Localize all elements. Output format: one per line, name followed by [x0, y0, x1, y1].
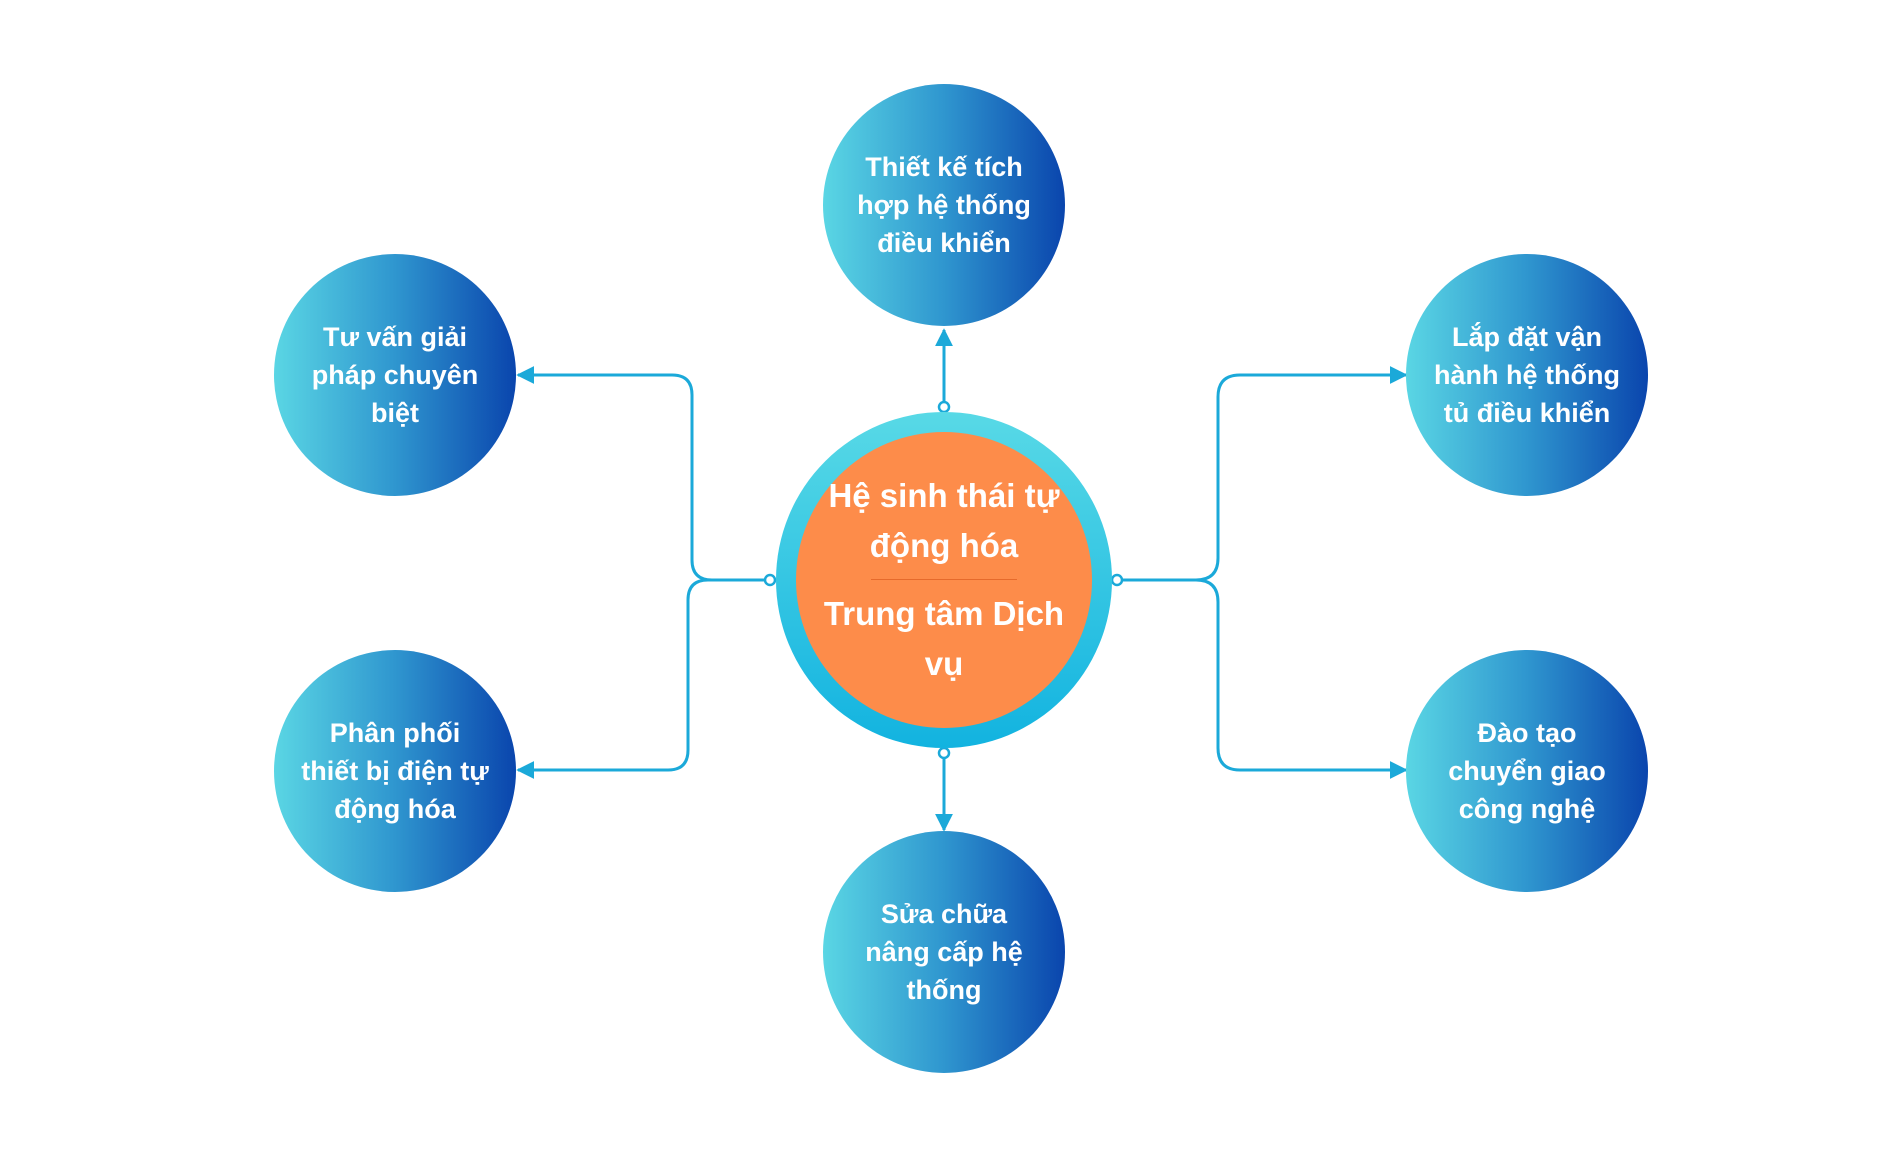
connector-bottom-left — [516, 578, 768, 779]
node-bottom-left: Phân phối thiết bị điện tự động hóa — [274, 650, 516, 892]
center-hub: Hệ sinh thái tự động hóa Trung tâm Dịch … — [776, 412, 1112, 748]
node-top-left: Tư vấn giải pháp chuyên biệt — [274, 254, 516, 496]
node-bottom-label: Sửa chữa nâng cấp hệ thống — [865, 899, 1023, 1005]
node-top-right: Lắp đặt vận hành hệ thống tủ điều khiển — [1406, 254, 1648, 496]
node-bottom-right: Đào tạo chuyển giao công nghệ — [1406, 650, 1648, 892]
connector-dot-bottom — [937, 746, 951, 760]
connector-dot-right — [1110, 573, 1124, 587]
node-top-left-label: Tư vấn giải pháp chuyên biệt — [311, 322, 479, 428]
connector-bottom-right — [1118, 578, 1408, 779]
connector-dot-left — [763, 573, 777, 587]
node-top: Thiết kế tích hợp hệ thống điều khiển — [823, 84, 1065, 326]
node-bottom-left-label: Phân phối thiết bị điện tự động hóa — [301, 718, 489, 824]
node-top-label: Thiết kế tích hợp hệ thống điều khiển — [857, 152, 1031, 258]
connector-top-left — [516, 366, 768, 582]
center-core: Hệ sinh thái tự động hóa Trung tâm Dịch … — [796, 432, 1092, 728]
center-divider — [871, 579, 1017, 580]
center-title: Hệ sinh thái tự động hóa — [828, 477, 1060, 564]
connector-top-right — [1118, 366, 1408, 582]
node-top-right-label: Lắp đặt vận hành hệ thống tủ điều khiển — [1434, 322, 1620, 428]
connector-dot-top — [937, 400, 951, 414]
node-bottom: Sửa chữa nâng cấp hệ thống — [823, 831, 1065, 1073]
node-bottom-right-label: Đào tạo chuyển giao công nghệ — [1448, 718, 1606, 824]
center-subtitle: Trung tâm Dịch vụ — [823, 595, 1065, 682]
